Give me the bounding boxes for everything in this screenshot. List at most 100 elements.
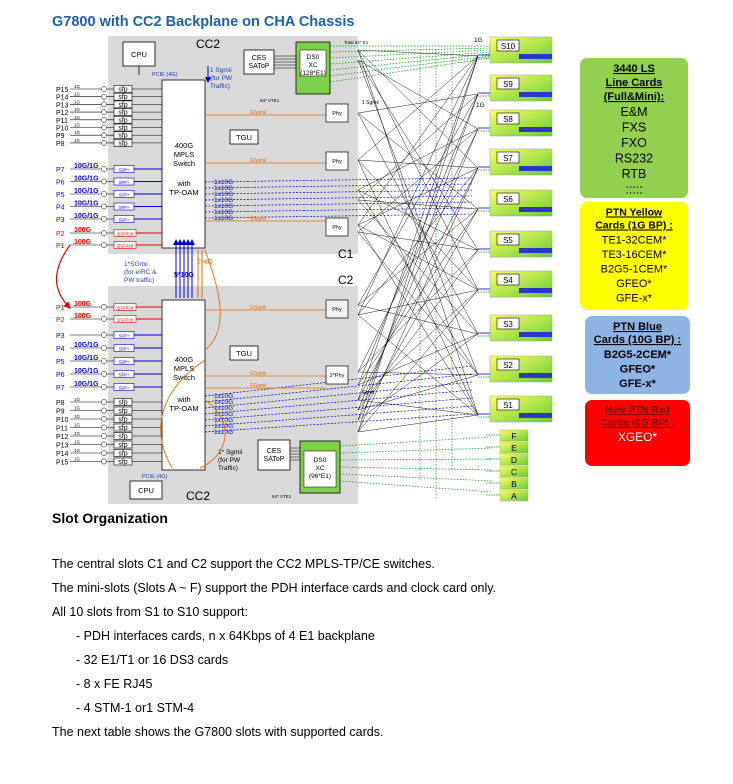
card-group-title: Cards (1G BP) : bbox=[595, 220, 673, 232]
card-item: B2G5-1CEM* bbox=[601, 264, 668, 276]
vte-top-label: 64* VTE1 bbox=[260, 98, 280, 103]
tenG-link-label: 1x10G bbox=[214, 411, 233, 418]
port-speed-label: 1G bbox=[74, 414, 81, 419]
port-speed-label: 1G bbox=[74, 448, 81, 453]
slot-label: S10 bbox=[501, 42, 516, 51]
port-label: P6 bbox=[56, 180, 65, 187]
slot-s7: S7 bbox=[478, 148, 553, 176]
diagram-title: G7800 with CC2 Backplane on CHA Chassis bbox=[52, 14, 354, 30]
card-group-title: PTN Yellow bbox=[606, 207, 663, 219]
port-label: P12 bbox=[56, 110, 69, 117]
port-speed-label: 10G/1G bbox=[74, 381, 99, 388]
card-group-title: PTN Blue bbox=[613, 321, 662, 333]
phy-chip bbox=[325, 299, 349, 319]
port-label: P2 bbox=[56, 317, 65, 324]
slot-label: S9 bbox=[503, 80, 513, 89]
sgmii-middle-note: 1*SGmii bbox=[124, 261, 148, 268]
port-label: P3 bbox=[56, 217, 65, 224]
phy-chip bbox=[325, 151, 349, 171]
tgu-top-label: TGU bbox=[236, 133, 252, 142]
port-speed-label: 100G bbox=[74, 313, 92, 320]
notes-heading: Slot Organization bbox=[52, 510, 168, 526]
card-item: GFEO* bbox=[616, 278, 652, 290]
notes-bullet: - 32 E1/T1 or 16 DS3 cards bbox=[76, 653, 229, 667]
port-speed-label: 1G bbox=[74, 84, 81, 89]
port-module-label: SFP+ bbox=[119, 168, 130, 173]
port-label: P1 bbox=[56, 243, 65, 250]
card-item: TE3-16CEM* bbox=[602, 249, 668, 261]
port-speed-label: 1G bbox=[74, 115, 81, 120]
tenG-link-label: 1x10G bbox=[214, 209, 233, 216]
tenG-link-label: 1x10G bbox=[214, 197, 233, 204]
switch-bottom-oam-label: TP-OAM bbox=[169, 404, 198, 413]
notes-paragraph-table: The next table shows the G7800 slots wit… bbox=[52, 725, 384, 739]
port-label: P5 bbox=[56, 359, 65, 366]
port-module-label: sfp bbox=[118, 140, 127, 147]
phy-chip bbox=[325, 365, 349, 385]
ds0-top-label: DS0 bbox=[307, 54, 320, 61]
slot-1g-label: 1G bbox=[476, 102, 485, 109]
ds0-bottom-label: (96*E1) bbox=[309, 473, 331, 480]
port-module-label: sfp bbox=[118, 425, 127, 432]
tenG-link-label: 1x10G bbox=[214, 179, 233, 186]
port-module-label: sfp bbox=[118, 400, 127, 407]
port-label: P5 bbox=[56, 192, 65, 199]
slot-label: S5 bbox=[503, 236, 513, 245]
port-speed-label: 10G/1G bbox=[74, 368, 99, 375]
sgmii-top-note: (for PW bbox=[210, 75, 233, 82]
port-module-label: sfp bbox=[118, 459, 127, 466]
switch-top-oam-label: with bbox=[176, 179, 190, 188]
card-item: RTB bbox=[622, 167, 647, 181]
mini-slot-c: C bbox=[486, 465, 529, 478]
ces-bottom-label: SAToP bbox=[264, 456, 285, 463]
mini-slot-b: B bbox=[486, 477, 529, 490]
ces-bottom bbox=[257, 439, 291, 471]
phy-label: 2*Phy bbox=[330, 373, 345, 379]
card-item: FXO bbox=[621, 136, 647, 150]
pcie-bottom-label: PCIE (4G) bbox=[142, 474, 168, 480]
card-group-title: Line Cards bbox=[606, 77, 663, 89]
notes-paragraph-all-slots: All 10 slots from S1 to S10 support: bbox=[52, 605, 248, 619]
card-item: FXS bbox=[622, 121, 646, 135]
sgmii-bottom-note: Traffic) bbox=[218, 465, 238, 472]
port-speed-label: 1G bbox=[74, 431, 81, 436]
switch-bottom-label: MPLS bbox=[174, 364, 194, 373]
port-label: P11 bbox=[56, 118, 68, 125]
port-module-label: SFP+ bbox=[119, 180, 130, 185]
port-speed-label: 10G/1G bbox=[74, 213, 99, 220]
slot-s2: S2 bbox=[478, 355, 553, 383]
card-item: RS232 bbox=[615, 152, 653, 166]
port-speed-label: 1G bbox=[74, 99, 81, 104]
sgmii-bottom-note: (for PW bbox=[218, 457, 241, 464]
slot-1g-label: 1G bbox=[474, 37, 483, 44]
port-label: P2 bbox=[56, 231, 65, 238]
port-speed-label: 1G bbox=[74, 92, 81, 97]
port-speed-label: 1G bbox=[74, 107, 81, 112]
port-label: P6 bbox=[56, 372, 65, 379]
port-label: P4 bbox=[56, 346, 65, 353]
ces-top-label: CES bbox=[252, 55, 267, 62]
port-module-label: SFP+ bbox=[119, 373, 130, 378]
mini-slot-label: A bbox=[511, 491, 517, 501]
port-label: P9 bbox=[56, 409, 65, 416]
card-group-title: New PTN Red bbox=[605, 405, 670, 416]
c2-label: C2 bbox=[338, 273, 354, 287]
port-module-label: sfp bbox=[118, 94, 127, 101]
sgmii-middle-note: PW traffic) bbox=[124, 277, 154, 284]
ces-top-label: SAToP bbox=[249, 63, 270, 70]
